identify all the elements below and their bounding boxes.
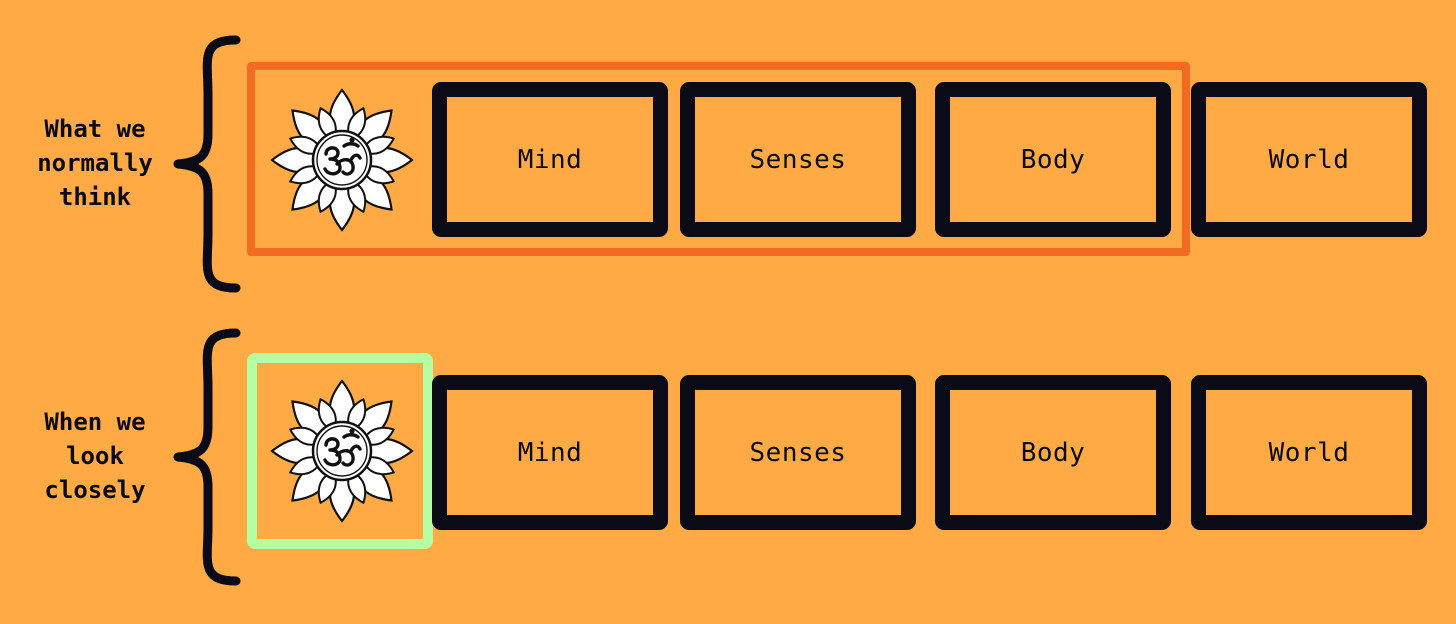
row-label-line: When we [44,408,146,436]
row-label-line: look [66,442,124,470]
row-label-line: closely [44,476,146,504]
world-box: World [1191,375,1427,530]
row-label-line: What we [44,115,146,143]
om-lotus-icon [270,379,414,523]
row-label-line: think [58,183,132,211]
mind-box: Mind [432,375,668,530]
world-box: World [1191,82,1427,237]
row-normally-think: What we normally think Mind Senses Body … [0,34,1456,294]
close-look-highlight [247,353,433,549]
body-box: Body [935,82,1171,237]
normal-identification-highlight [247,62,1190,256]
row-look-closely: When we look closely Mind Senses Body Wo… [0,327,1456,587]
senses-box: Senses [680,375,916,530]
row-label: What we normally think [14,112,176,214]
curly-brace-icon [170,327,250,587]
mind-box: Mind [432,82,668,237]
curly-brace-icon [170,34,250,294]
body-box: Body [935,375,1171,530]
row-label: When we look closely [14,405,176,507]
row-label-line: normally [37,149,153,177]
senses-box: Senses [680,82,916,237]
om-lotus-icon [270,88,414,232]
